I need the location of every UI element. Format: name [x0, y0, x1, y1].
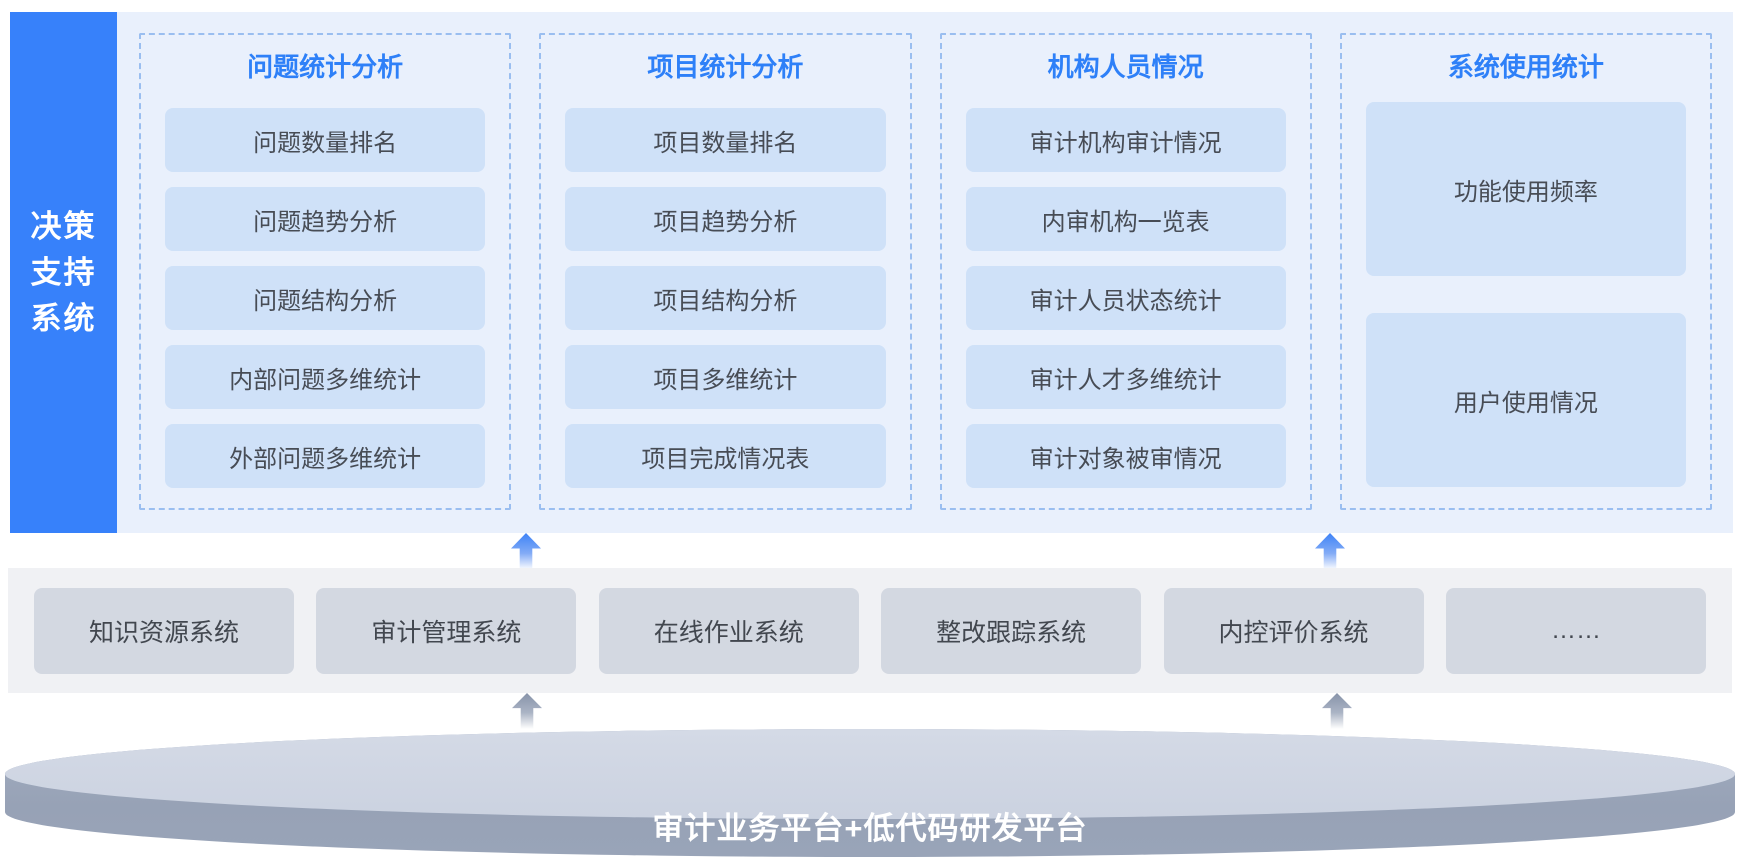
system-box: …… — [1445, 587, 1706, 674]
system-box: 知识资源系统 — [34, 587, 294, 674]
system-box: 审计管理系统 — [316, 587, 577, 674]
cylinder-top-ellipse — [5, 729, 1735, 819]
stat-item: 审计人才多维统计 — [965, 345, 1286, 409]
column-system-usage: 系统使用统计 功能使用频率 用户使用情况 — [1339, 33, 1712, 510]
decision-support-panel: 问题统计分析 问题数量排名 问题趋势分析 问题结构分析 内部问题多维统计 外部问… — [117, 12, 1733, 533]
stat-item: 内审机构一览表 — [965, 187, 1286, 251]
column-items: 功能使用频率 用户使用情况 — [1365, 102, 1686, 487]
stat-item: 外部问题多维统计 — [165, 424, 486, 488]
up-arrow-blue-icon — [1315, 533, 1345, 570]
decision-support-sidebar: 决策 支持 系统 — [10, 12, 117, 533]
stat-item: 功能使用频率 — [1365, 102, 1686, 276]
stat-item: 问题数量排名 — [165, 108, 486, 172]
stat-item: 用户使用情况 — [1365, 313, 1686, 487]
column-org-personnel: 机构人员情况 审计机构审计情况 内审机构一览表 审计人员状态统计 审计人才多维统… — [939, 33, 1312, 510]
stat-item: 问题结构分析 — [165, 266, 486, 330]
system-box: 在线作业系统 — [598, 587, 859, 674]
sidebar-title-line: 系统 — [30, 300, 97, 336]
up-arrow-gray-icon — [1322, 693, 1352, 729]
column-project-stats: 项目统计分析 项目数量排名 项目趋势分析 项目结构分析 项目多维统计 项目完成情… — [539, 33, 912, 510]
stat-item: 项目趋势分析 — [565, 187, 886, 251]
stat-item: 问题趋势分析 — [165, 187, 486, 251]
stat-item: 审计对象被审情况 — [965, 424, 1286, 488]
stat-item: 项目数量排名 — [565, 108, 886, 172]
system-box: 整改跟踪系统 — [881, 587, 1142, 674]
source-systems-band: 知识资源系统 审计管理系统 在线作业系统 整改跟踪系统 内控评价系统 …… — [8, 568, 1732, 693]
column-title: 机构人员情况 — [1047, 52, 1204, 82]
column-title: 项目统计分析 — [647, 52, 804, 82]
stat-item: 审计机构审计情况 — [965, 108, 1286, 172]
up-arrow-blue-icon — [511, 533, 541, 570]
sidebar-title-line: 决策 — [30, 208, 97, 244]
column-title: 系统使用统计 — [1447, 52, 1604, 82]
stat-item: 内部问题多维统计 — [165, 345, 486, 409]
stat-item: 审计人员状态统计 — [965, 266, 1286, 330]
column-problem-stats: 问题统计分析 问题数量排名 问题趋势分析 问题结构分析 内部问题多维统计 外部问… — [139, 33, 512, 510]
column-items: 项目数量排名 项目趋势分析 项目结构分析 项目多维统计 项目完成情况表 — [565, 108, 886, 488]
stat-item: 项目完成情况表 — [565, 424, 886, 488]
stat-item: 项目多维统计 — [565, 345, 886, 409]
analytics-columns: 问题统计分析 问题数量排名 问题趋势分析 问题结构分析 内部问题多维统计 外部问… — [139, 33, 1712, 510]
stat-item: 项目结构分析 — [565, 266, 886, 330]
column-items: 审计机构审计情况 内审机构一览表 审计人员状态统计 审计人才多维统计 审计对象被… — [965, 108, 1286, 488]
system-box: 内控评价系统 — [1163, 587, 1424, 674]
platform-label: 审计业务平台+低代码研发平台 — [652, 811, 1088, 846]
sidebar-title-line: 支持 — [30, 254, 97, 290]
column-title: 问题统计分析 — [247, 52, 404, 82]
column-items: 问题数量排名 问题趋势分析 问题结构分析 内部问题多维统计 外部问题多维统计 — [165, 108, 486, 488]
platform-cylinder: 审计业务平台+低代码研发平台 — [5, 729, 1735, 857]
up-arrow-gray-icon — [512, 693, 542, 729]
